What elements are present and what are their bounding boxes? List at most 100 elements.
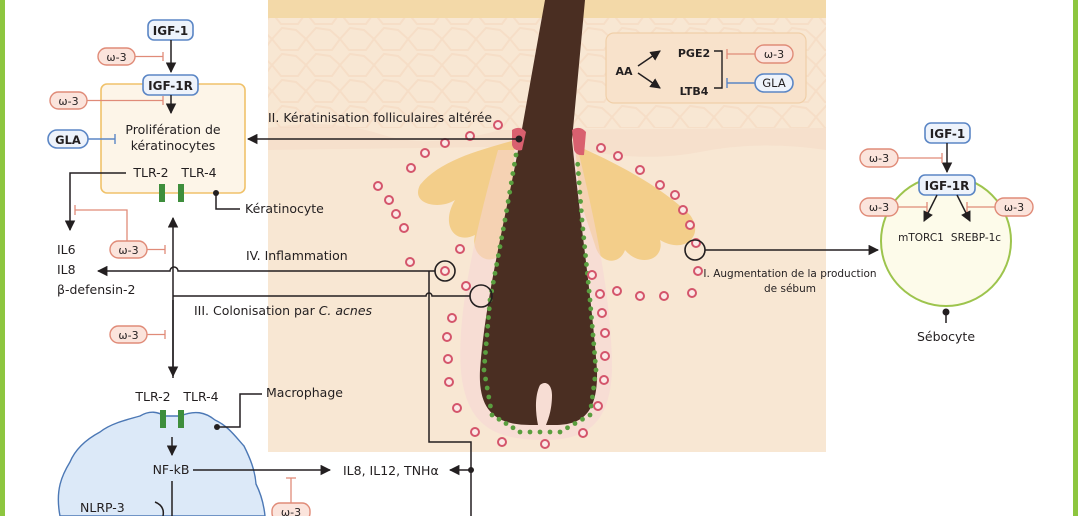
bacteria-dot (590, 332, 596, 338)
bacteria-dot (483, 350, 488, 355)
bacteria-dot (490, 279, 496, 285)
keratinocyte-igf1r-label: IGF-1R (148, 79, 193, 93)
bacteria-dots (481, 152, 599, 435)
bacteria-dot (495, 253, 501, 258)
colonisation-prefix: III. Colonisation par (194, 303, 319, 318)
macrophage-tlr2-label: TLR-2 (134, 389, 170, 404)
bacteria-dot (537, 429, 543, 435)
keratinocyte-tlr2-receptor (159, 184, 165, 202)
bacteria-dot (513, 152, 519, 158)
bacteria-dot (589, 323, 595, 329)
omega3-inhibitor-srebp: ω-3 (966, 197, 1034, 217)
arrow-tlr-to-cytokines (64, 172, 126, 232)
bacteria-dot (583, 253, 588, 258)
omega3-label: ω-3 (281, 506, 301, 516)
arrow-inflammation (96, 265, 435, 277)
gla-inhibitor-proliferation: GLA (47, 129, 116, 149)
immune-cell-ring (391, 209, 401, 219)
immune-cell-ring (670, 190, 680, 200)
macrophage-tlr4-label: TLR-4 (182, 389, 218, 404)
proliferation-label-line2: kératinocytes (131, 138, 216, 153)
immune-cell-ring (593, 401, 603, 411)
immune-cell-ring (406, 163, 416, 173)
bacteria-dot (503, 421, 509, 426)
bacteria-dot (492, 270, 498, 276)
keratinocyte-tlr4-receptor (178, 184, 184, 202)
srebp-label: SREBP-1c (951, 232, 1001, 244)
bacteria-dot (512, 161, 517, 167)
bacteria-dot (591, 341, 597, 347)
bacteria-dot (587, 412, 593, 418)
bacteria-dot (565, 425, 570, 431)
bacteria-dot (588, 403, 594, 409)
omega3-label: ω-3 (869, 201, 889, 214)
immune-cell-ring (678, 205, 688, 215)
immune-cell-ring (587, 270, 597, 280)
pge2-label: PGE2 (678, 47, 710, 60)
bacteria-dot (500, 226, 506, 232)
bacteria-dot (481, 367, 487, 373)
arrow-igf1r-to-srebp (956, 194, 971, 222)
bacteria-dot (582, 244, 588, 250)
bacteria-dot (517, 429, 523, 435)
keratinocyte-igf1r-pill: IGF-1R (142, 74, 199, 96)
immune-cell-ring (497, 437, 507, 447)
immune-cell-ring (399, 223, 409, 233)
cytokine-il6: IL6 (57, 242, 76, 257)
immune-cell-ring (452, 403, 462, 413)
bacteria-dot (482, 358, 488, 364)
arrow-aa-to-pge2 (637, 50, 661, 67)
bacteria-dot (557, 429, 563, 435)
immune-cell-ring (405, 257, 415, 267)
bacteria-dot (485, 323, 491, 329)
bacteria-dot (590, 394, 595, 400)
omega3-inhibitor-igf1: ω-3 (97, 47, 164, 66)
immune-cell-ring (635, 291, 645, 301)
macrophage-tlr4-receptor (178, 410, 184, 428)
bacteria-dot (584, 262, 589, 267)
bacteria-dot (577, 189, 583, 195)
omega3-label: ω-3 (118, 244, 138, 257)
bacteria-dot (576, 171, 581, 176)
immune-cell-ring (578, 428, 588, 438)
sebocyte-cell-label: Sébocyte (917, 329, 975, 344)
immune-cell-ring (465, 131, 475, 141)
omega3-inhibitor-mtorc1: ω-3 (859, 197, 928, 217)
immune-cell-ring (687, 288, 697, 298)
mtorc1-label: mTORC1 (898, 232, 944, 244)
bacteria-dot (510, 171, 516, 176)
immune-cell-ring (470, 427, 480, 437)
arrow-aa-to-ltb4 (637, 72, 661, 89)
immune-cell-rings (373, 120, 703, 449)
macrophage-cytokines-label: IL8, IL12, TNHα (343, 463, 439, 478)
bacteria-dot (586, 288, 592, 294)
aa-label: AA (615, 65, 633, 78)
keratinocyte-tlr2-label: TLR-2 (132, 165, 168, 180)
sebocyte-igf1r-label: IGF-1R (925, 179, 970, 193)
keratinocyte-pointer (215, 193, 240, 210)
bacteria-dot (488, 403, 493, 409)
bacteria-dot (505, 199, 511, 204)
immune-cell-ring (595, 289, 605, 299)
immune-cell-ring (600, 328, 610, 338)
arrow-igf1r-to-mtorc1 (923, 194, 938, 222)
pathway-keratinisation-label: II. Kératinisation folliculaires altérée (268, 110, 492, 125)
pathway-sebum-label-line1: I. Augmentation de la production (703, 268, 876, 280)
immune-cell-ring (612, 286, 622, 296)
immune-cell-ring (599, 375, 609, 385)
immune-cell-ring (455, 244, 465, 254)
bacteria-dot (484, 385, 490, 391)
immune-cell-ring (597, 308, 607, 318)
immune-cell-ring (600, 351, 610, 361)
immune-cell-ring (443, 354, 453, 364)
bacteria-dot (483, 376, 488, 382)
omega3-label: ω-3 (1004, 201, 1024, 214)
bacteria-dot (508, 180, 514, 186)
line-inflammation-to-macrophage-cytokines (428, 271, 472, 516)
bacteria-dot (496, 416, 502, 422)
immune-cell-ring (655, 180, 665, 190)
omega3-label: ω-3 (58, 95, 78, 108)
bacteria-dot (483, 341, 489, 347)
frame-left-border (0, 0, 5, 516)
bacteria-dot (486, 315, 491, 320)
